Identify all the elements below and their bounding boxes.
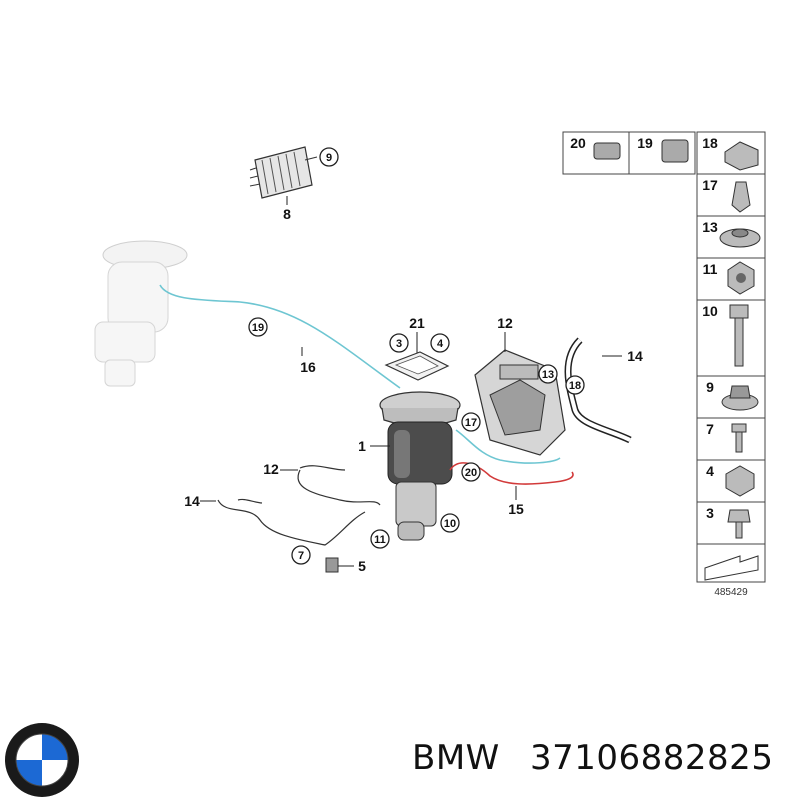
callout-13a: 13 [542, 369, 554, 381]
legend-13: 13 [702, 219, 718, 235]
sensor-lead-6 [217, 499, 366, 546]
legend-4: 4 [706, 463, 714, 479]
hose-part-14 [566, 338, 631, 442]
callout-9a: 9 [326, 152, 332, 164]
callout-14: 14 [627, 348, 643, 364]
callout-15: 15 [508, 501, 524, 517]
exploded-parts-diagram: 9 8 19 16 21 3 4 1 10 11 12 14 7 [94, 131, 766, 598]
callout-11a: 11 [374, 534, 386, 546]
sensor-connector-5 [325, 557, 339, 573]
callout-7a: 7 [298, 550, 304, 562]
callout-20a: 20 [465, 467, 477, 479]
brand-name: BMW [412, 738, 500, 778]
legend-11: 11 [703, 261, 718, 277]
callout-1: 1 [358, 438, 366, 454]
control-module-part-8 [249, 146, 318, 199]
small-parts-legend: 20 19 18 17 13 11 10 9 7 4 3 [562, 131, 766, 583]
legend-3: 3 [706, 505, 714, 521]
legend-18: 18 [702, 135, 718, 151]
callout-2: 12 [263, 461, 279, 477]
legend-9: 9 [706, 379, 714, 395]
legend-17: 17 [702, 177, 718, 193]
callout-5: 5 [358, 558, 366, 574]
legend-7: 7 [706, 421, 714, 437]
left-air-strut-ghost [94, 240, 188, 387]
part-number: 37106882825 [530, 738, 774, 778]
callout-6: 14 [184, 493, 200, 509]
legend-20: 20 [570, 135, 586, 151]
bmw-roundel-logo [5, 723, 79, 797]
callout-18a: 18 [569, 380, 581, 392]
callout-3a: 3 [396, 338, 402, 350]
callout-17a: 17 [465, 417, 477, 429]
air-strut-part-1 [379, 391, 461, 541]
brand-footer: BMW 37106882825 [0, 700, 800, 800]
legend-10: 10 [702, 303, 718, 319]
sensor-lead-2 [297, 469, 381, 506]
air-line-17 [455, 429, 561, 464]
callout-19a: 19 [252, 322, 264, 334]
legend-19: 19 [637, 135, 653, 151]
air-line-16 [159, 284, 401, 389]
callout-12: 12 [497, 315, 513, 331]
callout-4a: 4 [437, 338, 444, 350]
diagram-reference-number: 485429 [714, 587, 748, 598]
callout-10a: 10 [444, 518, 456, 530]
callout-21: 21 [409, 315, 425, 331]
callout-8: 8 [283, 206, 291, 222]
callout-16: 16 [300, 359, 316, 375]
